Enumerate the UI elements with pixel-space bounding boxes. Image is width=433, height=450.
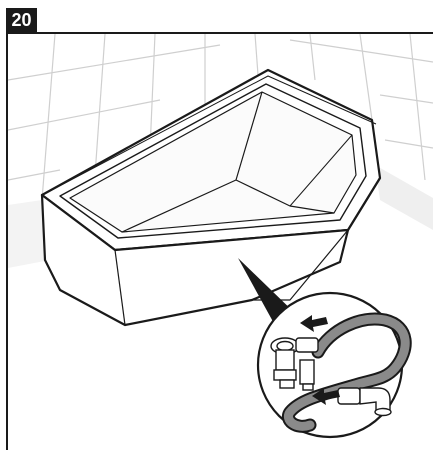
wall-shade-left <box>8 200 50 268</box>
arrow-left-icon <box>300 315 340 405</box>
wall-tiles <box>7 33 433 201</box>
drain-hose-connection-icon <box>256 291 412 439</box>
wall-shade-right <box>375 165 433 230</box>
frame-left-border <box>6 32 8 450</box>
step-number-badge: 20 <box>6 8 37 32</box>
corner-bathtub-icon <box>40 68 382 327</box>
frame-top-border <box>6 32 433 34</box>
